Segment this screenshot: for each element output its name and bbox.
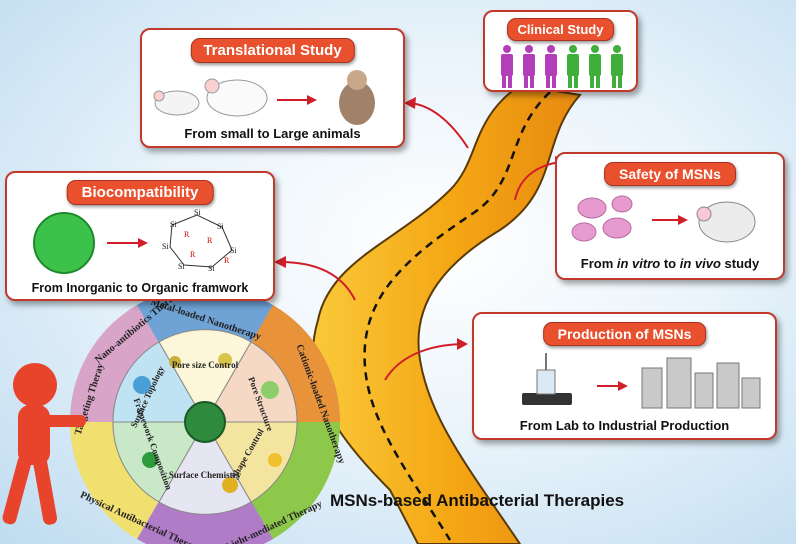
stirrer-icon xyxy=(522,353,572,405)
svg-text:R: R xyxy=(224,256,230,265)
svg-text:R: R xyxy=(190,250,196,259)
translational-study-title: Translational Study xyxy=(190,38,355,63)
therapy-wheel xyxy=(69,286,341,544)
cells-to-mouse-illustration xyxy=(571,195,756,243)
inner-segment-label: Surface Chemistry xyxy=(169,470,242,480)
pushing-figure-icon xyxy=(2,363,86,525)
svg-text:Si: Si xyxy=(170,220,177,229)
biocompatibility-caption: From Inorganic to Organic framwork xyxy=(31,281,249,295)
translational-study-card: Translational Study From small to Large … xyxy=(140,28,405,148)
production-caption: From Lab to Industrial Production xyxy=(519,418,730,433)
production-title: Production of MSNs xyxy=(542,322,707,346)
biocompatibility-title: Biocompatibility xyxy=(66,180,214,205)
clinical-study-card: Clinical Study xyxy=(483,10,638,92)
translational-caption: From small to Large animals xyxy=(184,126,361,141)
inorganic-particle-icon xyxy=(33,212,95,274)
clinical-study-title: Clinical Study xyxy=(506,18,615,41)
svg-text:Si: Si xyxy=(208,264,215,273)
winding-road xyxy=(311,83,582,544)
factory-equipment-icon xyxy=(641,357,761,409)
safety-title: Safety of MSNs xyxy=(604,162,736,186)
safety-caption: From in vitro to in vivo study xyxy=(580,256,760,271)
monkey-icon xyxy=(339,70,375,125)
people-icons xyxy=(501,45,623,88)
msn-particle-icon xyxy=(184,401,226,443)
rat-icon xyxy=(204,78,268,117)
svg-text:R: R xyxy=(184,230,190,239)
lab-to-industry-illustration xyxy=(522,353,761,409)
inner-segment-label: Pore size Control xyxy=(172,360,239,370)
connector-arrows xyxy=(279,102,561,381)
safety-card: Safety of MSNs From in vitro to in vivo … xyxy=(555,152,785,280)
animals-illustration xyxy=(153,70,375,125)
production-card: Production of MSNs From Lab to Industria… xyxy=(472,312,777,440)
svg-text:Si: Si xyxy=(230,246,237,255)
svg-text:Si: Si xyxy=(162,242,169,251)
svg-text:Si: Si xyxy=(178,262,185,271)
svg-text:R: R xyxy=(207,236,213,245)
mouse-icon xyxy=(153,90,200,116)
svg-text:Si: Si xyxy=(194,208,201,217)
cells-icon xyxy=(571,195,633,242)
main-title: MSNs-based Antibacterial Therapies xyxy=(330,491,625,510)
mouse-icon xyxy=(696,201,756,243)
svg-text:Si: Si xyxy=(217,222,224,231)
